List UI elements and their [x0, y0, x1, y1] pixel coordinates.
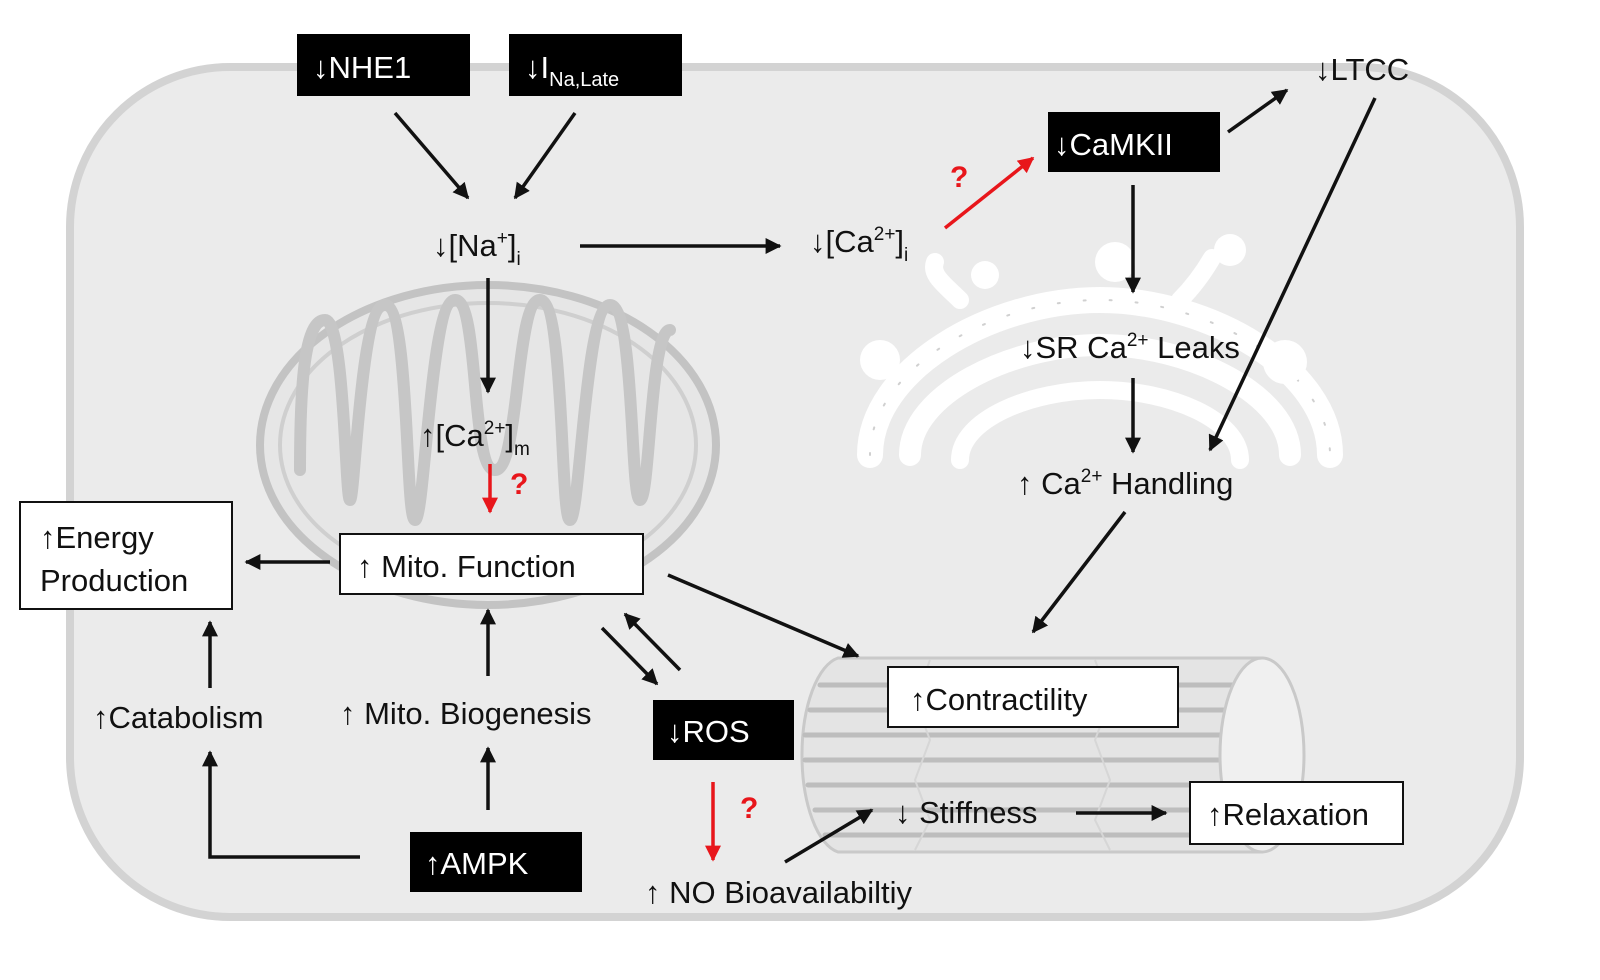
mito-function-label: ↑ Mito. Function	[357, 549, 576, 584]
contractility-box	[887, 666, 1179, 728]
ros-label: ↓ROS	[667, 714, 750, 749]
energy-production-label-line2: Production	[40, 563, 188, 598]
ampk-label: ↑AMPK	[425, 846, 529, 881]
ina-late-label: ↓INa,Late	[525, 50, 619, 91]
arrow-mito-to-ros	[600, 626, 659, 686]
ca-m-label: ↑[Ca2+]m	[420, 418, 530, 460]
mito-function-box	[339, 533, 644, 595]
arrows	[202, 88, 1377, 864]
relaxation-box	[1189, 781, 1404, 845]
uncertain-mark-no: ?	[740, 792, 758, 825]
camkii-label: ↓CaMKII	[1054, 127, 1173, 162]
nhe1-label: ↓NHE1	[313, 50, 411, 85]
energy-production-label-line1: ↑Energy	[40, 520, 154, 555]
ltcc-label: ↓LTCC	[1315, 52, 1409, 87]
nhe1-box	[297, 34, 470, 96]
arrow-ina-to-na	[513, 111, 577, 200]
uncertain-mark-camkii: ?	[950, 161, 968, 194]
na-i-label: ↓[Na+]i	[433, 228, 521, 270]
arrow-no-to-stiffness	[784, 808, 874, 864]
arrow-ros-to-mito	[623, 612, 682, 672]
energy-production-box	[19, 501, 233, 610]
mito-biogenesis-label: ↑ Mito. Biogenesis	[340, 696, 592, 731]
arrow-camkii-to-ltcc	[1226, 88, 1289, 134]
sr-leaks-label: ↓SR Ca2+ Leaks	[1020, 330, 1240, 365]
arrow-ca-handling-to-contractility	[1031, 510, 1127, 634]
arrow-ltcc-to-ca-handling	[1208, 97, 1377, 452]
ina-late-box	[509, 34, 682, 96]
ampk-box	[410, 832, 582, 892]
contractility-label: ↑Contractility	[910, 682, 1088, 717]
arrow-mito-to-contractility	[667, 573, 860, 658]
arrow-nhe1-to-na	[393, 111, 470, 200]
no-bioavailability-label: ↑ NO Bioavailabiltiy	[645, 875, 913, 910]
arrow-ca-i-to-camkii	[943, 156, 1035, 230]
camkii-box	[1048, 112, 1220, 172]
relaxation-label: ↑Relaxation	[1207, 797, 1369, 832]
ca-i-label: ↓[Ca2+]i	[810, 224, 908, 266]
stiffness-label: ↓ Stiffness	[895, 795, 1037, 830]
catabolism-label: ↑Catabolism	[93, 700, 264, 735]
ca-handling-label: ↑ Ca2+ Handling	[1017, 466, 1233, 501]
arrow-ampk-to-catabolism	[202, 750, 360, 859]
uncertain-arrows	[482, 156, 1035, 862]
uncertain-mark-mito: ?	[510, 468, 528, 501]
ros-box	[653, 700, 794, 760]
